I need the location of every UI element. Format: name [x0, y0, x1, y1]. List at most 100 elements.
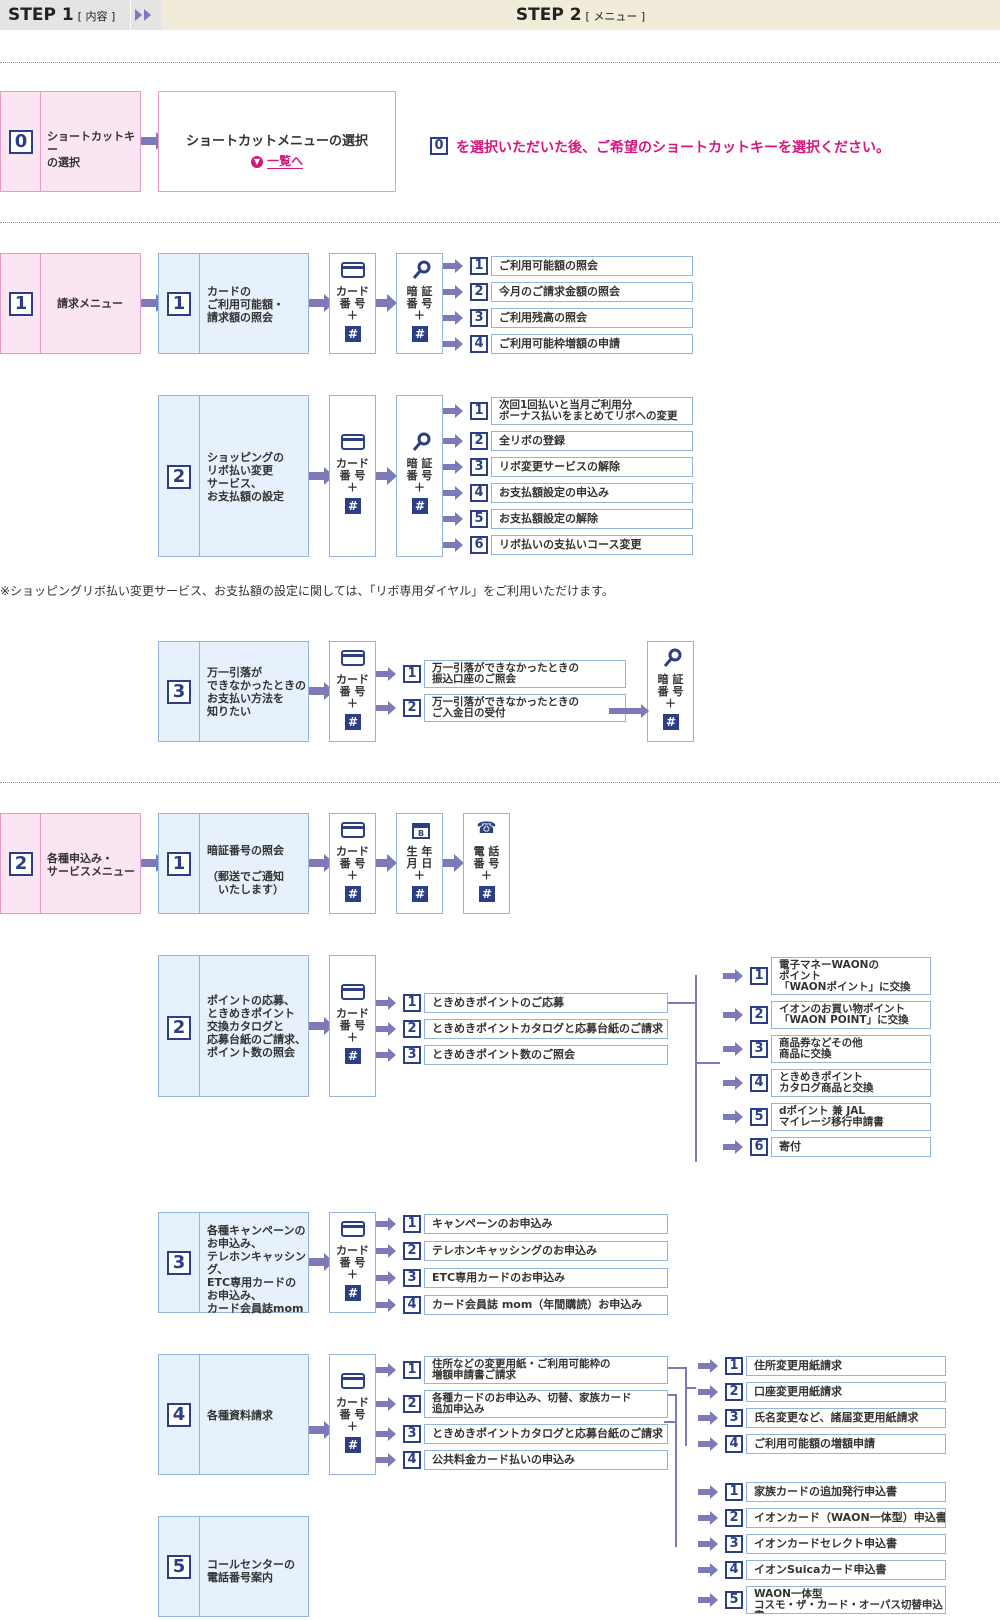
- points-option[interactable]: ときめきポイント数のご照会: [424, 1045, 668, 1065]
- revolving-note: ※ショッピングリボ払い変更サービス、お支払額の設定に関しては、「リボ専用ダイヤル…: [0, 584, 614, 598]
- flow-arrow-icon: [723, 969, 743, 983]
- option-num-badge: 5: [725, 1591, 743, 1609]
- revolving-option[interactable]: リボ変更サービスの解除: [491, 457, 693, 477]
- revolving-option[interactable]: 次回1回払いと当月ご利用分 ボーナス払いをまとめてリボへの変更: [491, 397, 693, 425]
- card-number-input[interactable]: カード 番 号 ＋ #: [329, 1212, 376, 1313]
- flow-arrow-icon: [609, 704, 649, 718]
- flow-arrow-icon: [698, 1563, 718, 1577]
- points-exchange-option[interactable]: 商品券などその他 商品に交換: [771, 1035, 931, 1063]
- pin-inquiry-box[interactable]: 1 暗証番号の照会 （郵送でご通知 いたします）: [158, 813, 309, 914]
- option-num-badge: 3: [470, 309, 488, 327]
- card-number-input[interactable]: カード 番 号 ＋ #: [329, 955, 376, 1097]
- documents-option[interactable]: 各種カードのお申込み、切替、家族カード 追加申込み: [424, 1390, 668, 1418]
- change-form-option[interactable]: 住所変更用紙請求: [746, 1356, 946, 1376]
- card-number-input[interactable]: カード 番 号 ＋ #: [329, 813, 376, 914]
- flow-arrow-icon: [723, 1042, 743, 1056]
- call-center-label: コールセンターの 電話番号案内: [207, 1558, 295, 1584]
- card-icon: [341, 262, 365, 278]
- points-option[interactable]: ときめきポイントカタログと応募台紙のご請求: [424, 1019, 668, 1039]
- flow-arrow-icon: [698, 1411, 718, 1425]
- option-num-badge: 1: [725, 1357, 743, 1375]
- campaign-option[interactable]: カード会員誌 mom（年間購読）お申込み: [424, 1295, 668, 1315]
- billing-option[interactable]: 今月のご請求金額の照会: [491, 282, 693, 302]
- available-amount-box[interactable]: 1 カードの ご利用可能額・ 請求額の照会: [158, 253, 309, 354]
- card-number-input[interactable]: カード 番 号 ＋ #: [329, 253, 376, 354]
- shortcut-list-link[interactable]: ▼ 一覧へ: [159, 152, 395, 169]
- shortcut-instruction: を選択いただいた後、ご希望のショートカットキーを選択ください。: [456, 140, 890, 156]
- option-num-badge: 4: [403, 1296, 421, 1314]
- campaign-option[interactable]: ETC専用カードのお申込み: [424, 1268, 668, 1288]
- application-form-option[interactable]: イオンカードセレクト申込書: [746, 1534, 946, 1554]
- flow-arrow-icon: [698, 1537, 718, 1551]
- flow-arrow-icon: [723, 1140, 743, 1154]
- num-badge: 2: [9, 852, 33, 876]
- application-form-option[interactable]: イオンカード（WAON一体型）申込書: [746, 1508, 946, 1528]
- flow-arrow-icon: [443, 311, 463, 325]
- campaign-option[interactable]: キャンペーンのお申込み: [424, 1214, 668, 1234]
- payment-failure-box[interactable]: 3 万一引落が できなかったときの お支払い方法を 知りたい: [158, 641, 309, 742]
- campaign-box[interactable]: 3 各種キャンペーンの お申込み、 テレホンキャッシング、 ETC専用カードの …: [158, 1212, 309, 1315]
- shortcut-key-box[interactable]: 0 ショートカットキー の選択: [0, 91, 141, 192]
- num-badge: 0: [9, 130, 33, 154]
- points-exchange-option[interactable]: ときめきポイント カタログ商品と交換: [771, 1069, 931, 1097]
- change-form-option[interactable]: 口座変更用紙請求: [746, 1382, 946, 1402]
- change-form-option[interactable]: ご利用可能額の増額申請: [746, 1434, 946, 1454]
- divider: [0, 62, 1000, 63]
- billing-option[interactable]: ご利用可能額の照会: [491, 256, 693, 276]
- points-exchange-option[interactable]: 寄付: [771, 1137, 931, 1157]
- documents-option[interactable]: ときめきポイントカタログと応募台紙のご請求: [424, 1424, 668, 1444]
- phone-input[interactable]: ☎ 電 話 番 号 ＋ #: [463, 813, 510, 914]
- application-form-option[interactable]: イオンSuicaカード申込書: [746, 1560, 946, 1580]
- option-num-badge: 4: [725, 1561, 743, 1579]
- billing-menu-box[interactable]: 1 請求メニュー: [0, 253, 141, 354]
- documents-option[interactable]: 公共料金カード払いの申込み: [424, 1450, 668, 1470]
- divider: [0, 782, 1000, 783]
- documents-option[interactable]: 住所などの変更用紙・ご利用可能枠の 増額申請書ご請求: [424, 1356, 668, 1384]
- option-num-badge: 1: [403, 665, 421, 683]
- card-icon: [341, 1221, 365, 1237]
- change-form-option[interactable]: 氏名変更など、諸届変更用紙請求: [746, 1408, 946, 1428]
- key-icon: [663, 648, 682, 667]
- revolving-option[interactable]: お支払額設定の申込み: [491, 483, 693, 503]
- revolving-option[interactable]: 全リボの登録: [491, 431, 693, 451]
- card-number-label: カード 番 号 ＋: [336, 673, 369, 710]
- pin-input[interactable]: 暗 証 番 号 ＋ #: [396, 253, 443, 354]
- call-center-box[interactable]: 5 コールセンターの 電話番号案内: [158, 1516, 309, 1617]
- revolving-settings-box[interactable]: 2 ショッピングの リボ払い変更 サービス、 お支払額の設定: [158, 395, 309, 557]
- points-exchange-option[interactable]: dポイント 兼 JAL マイレージ移行申請書: [771, 1103, 931, 1131]
- flow-arrow-icon: [376, 1217, 396, 1231]
- revolving-option[interactable]: リボ払いの支払いコース変更: [491, 535, 693, 555]
- option-num-badge: 2: [725, 1383, 743, 1401]
- payment-failure-option[interactable]: 万一引落ができなかったときの ご入金日の受付: [424, 694, 626, 722]
- num-badge: 4: [167, 1403, 191, 1427]
- card-number-input[interactable]: カード 番 号 ＋ #: [329, 1354, 376, 1475]
- service-menu-box[interactable]: 2 各種申込み・ サービスメニュー: [0, 813, 141, 914]
- flow-arrow-icon: [698, 1511, 718, 1525]
- card-number-input[interactable]: カード 番 号 ＋ #: [329, 641, 376, 742]
- card-number-input[interactable]: カード 番 号 ＋ #: [329, 395, 376, 557]
- application-form-option[interactable]: 家族カードの追加発行申込書: [746, 1482, 946, 1502]
- payment-failure-option[interactable]: 万一引落ができなかったときの 振込口座のご照会: [424, 660, 626, 688]
- application-form-option[interactable]: WAON一体型 コスモ・ザ・カード・オーパス切替申込書: [746, 1586, 946, 1614]
- points-option[interactable]: ときめきポイントのご応募: [424, 993, 668, 1013]
- pin-input[interactable]: 暗 証 番 号 ＋ #: [647, 641, 694, 742]
- points-box[interactable]: 2 ポイントの応募、 ときめきポイント 交換カタログと 応募台紙のご請求、 ポイ…: [158, 955, 309, 1097]
- billing-option[interactable]: ご利用可能枠増額の申請: [491, 334, 693, 354]
- birthday-label: 生 年 月 日 ＋: [406, 845, 433, 882]
- pin-input[interactable]: 暗 証 番 号 ＋ #: [396, 395, 443, 557]
- documents-box[interactable]: 4 各種資料請求: [158, 1354, 309, 1475]
- shortcut-menu-box[interactable]: ショートカットメニューの選択 ▼ 一覧へ: [158, 91, 396, 192]
- billing-option[interactable]: ご利用残高の照会: [491, 308, 693, 328]
- points-exchange-option[interactable]: 電子マネーWAONの ポイント 「WAONポイント」に交換: [771, 957, 931, 995]
- birthday-input[interactable]: B 生 年 月 日 ＋ #: [396, 813, 443, 914]
- points-exchange-option[interactable]: イオンのお買い物ポイント 「WAON POINT」に交換: [771, 1001, 931, 1029]
- campaign-option[interactable]: テレホンキャッシングのお申込み: [424, 1241, 668, 1261]
- points-label: ポイントの応募、 ときめきポイント 交換カタログと 応募台紙のご請求、 ポイント…: [207, 994, 306, 1059]
- hash-key-icon: #: [663, 714, 679, 730]
- step2-header: STEP 2[ メニュー ]: [161, 0, 1000, 30]
- revolving-option[interactable]: お支払額設定の解除: [491, 509, 693, 529]
- card-icon: [341, 984, 365, 1000]
- flow-arrow-icon: [376, 996, 396, 1010]
- hash-key-icon: #: [412, 886, 428, 902]
